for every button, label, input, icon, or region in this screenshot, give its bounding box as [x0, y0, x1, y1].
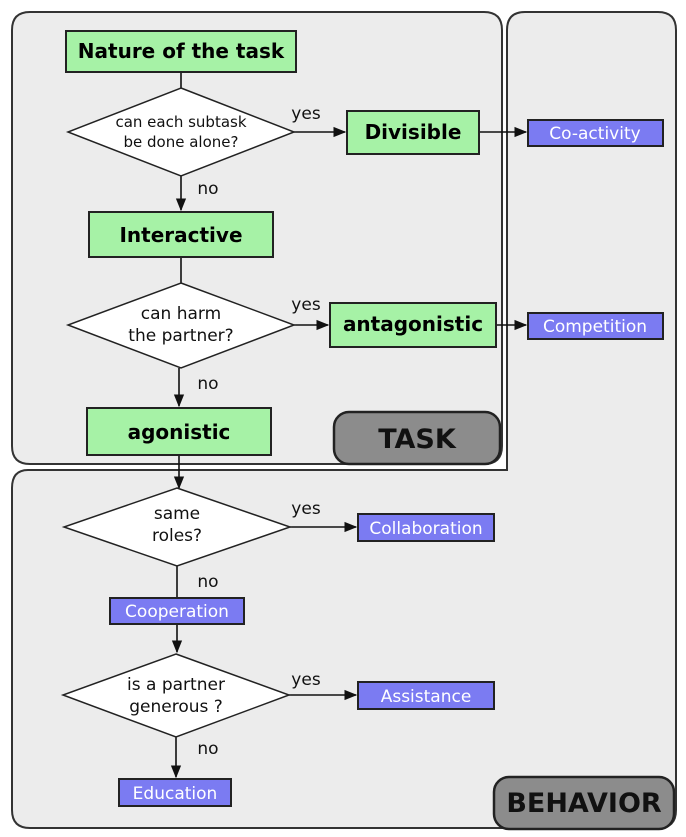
node-cooperation: Cooperation	[109, 597, 245, 625]
node-co-activity: Co-activity	[527, 119, 664, 147]
decision-q3: same roles?	[61, 487, 293, 567]
node-nature-of-task: Nature of the task	[65, 30, 297, 73]
behavior-region-label: BEHAVIOR	[506, 788, 662, 819]
node-antagonistic-label: antagonistic	[343, 312, 483, 336]
node-divisible-label: Divisible	[365, 120, 462, 144]
q1-line-2: be done alone?	[124, 133, 239, 151]
yes-label: yes	[291, 295, 321, 315]
node-antagonistic: antagonistic	[329, 302, 497, 348]
no-label: no	[197, 739, 218, 759]
q2-line-1: can harm	[141, 304, 221, 324]
no-label: no	[197, 374, 218, 394]
node-nature-label: Nature of the task	[78, 39, 285, 63]
node-interactive: Interactive	[88, 211, 274, 258]
no-label: no	[197, 572, 218, 592]
no-label: no	[197, 179, 218, 199]
node-cooperation-label: Cooperation	[125, 602, 229, 622]
q4-line-1: is a partner	[127, 675, 225, 695]
decision-q2: can harm the partner?	[65, 282, 297, 369]
node-coactivity-label: Co-activity	[549, 124, 640, 144]
node-divisible: Divisible	[346, 110, 480, 155]
node-agonistic: agonistic	[86, 407, 272, 456]
node-competition-label: Competition	[543, 317, 647, 337]
node-competition: Competition	[527, 312, 664, 340]
node-assistance-label: Assistance	[381, 687, 472, 707]
yes-label: yes	[291, 670, 321, 690]
node-education-label: Education	[133, 784, 218, 804]
behavior-region-tag: BEHAVIOR	[492, 775, 676, 831]
yes-label: yes	[291, 104, 321, 124]
node-interactive-label: Interactive	[119, 223, 242, 247]
yes-label: yes	[291, 499, 321, 519]
q4-line-2: generous ?	[129, 697, 223, 717]
connectors	[170, 72, 528, 779]
node-collaboration: Collaboration	[357, 513, 495, 542]
node-education: Education	[118, 778, 232, 807]
q3-line-1: same	[154, 504, 200, 524]
decision-q4: is a partner generous ?	[60, 653, 292, 738]
q3-line-2: roles?	[152, 526, 202, 546]
task-region-tag: TASK	[332, 410, 502, 466]
node-assistance: Assistance	[357, 681, 495, 710]
node-collaboration-label: Collaboration	[369, 519, 482, 539]
node-agonistic-label: agonistic	[128, 420, 231, 444]
task-region-label: TASK	[378, 424, 457, 455]
decision-q1: can each subtask be done alone?	[65, 87, 297, 177]
q1-line-1: can each subtask	[115, 113, 246, 131]
q2-line-2: the partner?	[128, 326, 233, 346]
